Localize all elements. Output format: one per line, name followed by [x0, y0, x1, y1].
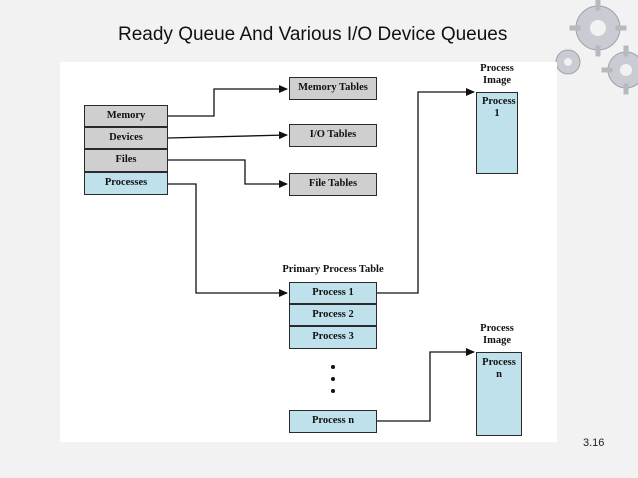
arrow-memory — [168, 85, 288, 117]
page-number: 3.16 — [583, 437, 605, 449]
slide-title: Ready Queue And Various I/O Device Queue… — [118, 24, 508, 45]
arrow-processes — [168, 183, 288, 297]
arrow-process-1 — [377, 88, 475, 294]
process-row-n: Process n — [289, 410, 377, 433]
primary-process-table-label: Primary Process Table — [282, 264, 384, 275]
arrow-devices — [167, 131, 288, 140]
os-table-devices: Devices — [84, 127, 168, 149]
file-tables-box: File Tables — [289, 173, 377, 196]
process-row-3: Process 3 — [289, 326, 377, 349]
memory-tables-box: Memory Tables — [289, 77, 377, 100]
process-image-label-1: Process Image — [480, 63, 514, 87]
os-table-processes: Processes — [84, 172, 168, 195]
arrow-process-n — [377, 348, 475, 422]
process-row-1: Process 1 — [289, 282, 377, 304]
process-image-n-text: Process n — [482, 357, 516, 381]
os-table-files: Files — [84, 149, 168, 172]
gear-decoration-icon — [555, 0, 638, 95]
arrow-files — [168, 159, 288, 188]
ellipsis-dot — [331, 365, 335, 369]
process-image-n: Process n — [476, 352, 522, 436]
io-tables-box: I/O Tables — [289, 124, 377, 147]
os-table-memory: Memory — [84, 105, 168, 127]
process-image-1: Process 1 — [476, 92, 518, 174]
ellipsis-dot — [331, 377, 335, 381]
process-row-2: Process 2 — [289, 304, 377, 326]
process-image-1-text: Process 1 — [482, 96, 516, 120]
ellipsis-dot — [331, 389, 335, 393]
process-image-label-n: Process Image — [480, 323, 514, 347]
